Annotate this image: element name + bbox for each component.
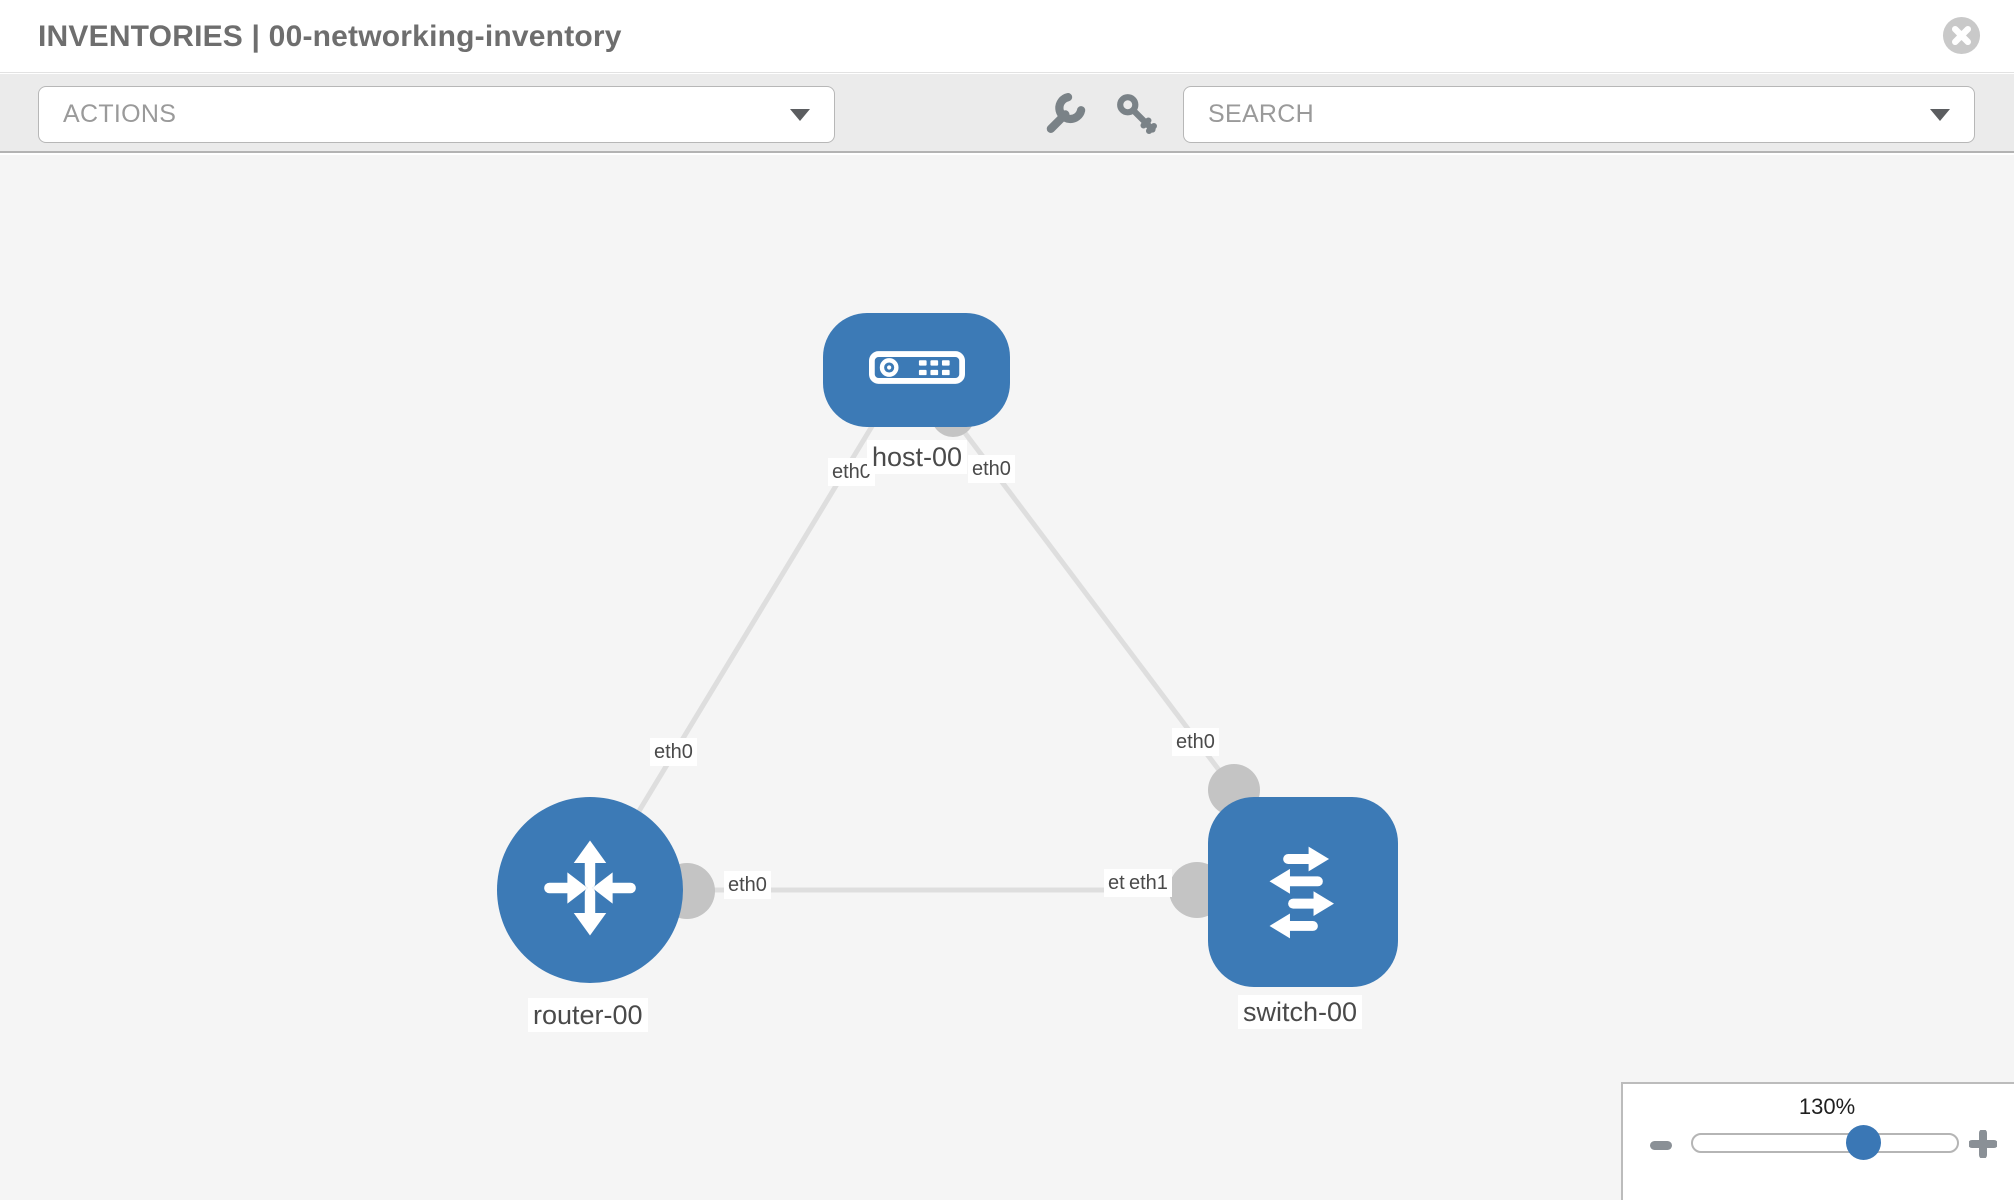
router-icon xyxy=(532,830,648,951)
node-label-host-00: host-00 xyxy=(867,440,968,474)
minus-icon xyxy=(1650,1141,1672,1150)
interface-label-router00-eth0-to-host: eth0 xyxy=(650,738,697,766)
node-switch-00[interactable] xyxy=(1208,797,1398,987)
interface-label-router00-eth0-to-switch: eth0 xyxy=(724,871,771,899)
close-icon xyxy=(1942,16,1981,58)
zoom-slider-track[interactable] xyxy=(1691,1133,1959,1153)
page-title: INVENTORIES | 00-networking-inventory xyxy=(38,20,622,53)
interface-label-host00-eth0-to-switch: eth0 xyxy=(968,455,1015,483)
interface-label-switch00-eth1-overlapped: eth1 xyxy=(1104,869,1129,897)
node-label-switch-00: switch-00 xyxy=(1238,995,1363,1029)
interface-label-switch00-eth0: eth0 xyxy=(1172,728,1219,756)
search-dropdown-label: SEARCH xyxy=(1208,100,1314,128)
wrench-icon xyxy=(1044,92,1088,138)
interface-label-switch00-eth1: eth1 xyxy=(1125,869,1172,897)
switch-icon xyxy=(1241,828,1365,957)
host-icon xyxy=(868,351,965,389)
header: INVENTORIES | 00-networking-inventory xyxy=(0,0,2014,73)
node-router-00[interactable] xyxy=(497,797,683,983)
chevron-down-icon xyxy=(1930,109,1950,121)
key-icon xyxy=(1114,93,1158,138)
wrench-button[interactable] xyxy=(1042,90,1090,138)
toolbar: ACTIONS xyxy=(0,74,2014,153)
close-button[interactable] xyxy=(1942,16,1981,55)
node-label-router-00: router-00 xyxy=(528,998,648,1032)
zoom-value: 130% xyxy=(1798,1094,1856,1119)
zoom-in-button[interactable] xyxy=(1968,1129,1998,1161)
zoom-out-button[interactable] xyxy=(1650,1136,1674,1152)
topology-links-layer xyxy=(587,393,1300,919)
chevron-down-icon xyxy=(790,109,810,121)
actions-dropdown-label: ACTIONS xyxy=(63,100,177,128)
key-button[interactable] xyxy=(1112,90,1160,138)
actions-dropdown[interactable]: ACTIONS xyxy=(38,86,835,143)
zoom-slider-handle[interactable] xyxy=(1846,1125,1881,1160)
topology-canvas[interactable]: eth0 eth0 eth0 eth0 eth0 eth1 eth1 host-… xyxy=(0,155,2014,1200)
search-dropdown[interactable]: SEARCH xyxy=(1183,86,1975,143)
plus-icon xyxy=(1968,1129,1998,1161)
zoom-panel: 130% xyxy=(1621,1082,2014,1200)
node-host-00[interactable] xyxy=(823,313,1010,427)
